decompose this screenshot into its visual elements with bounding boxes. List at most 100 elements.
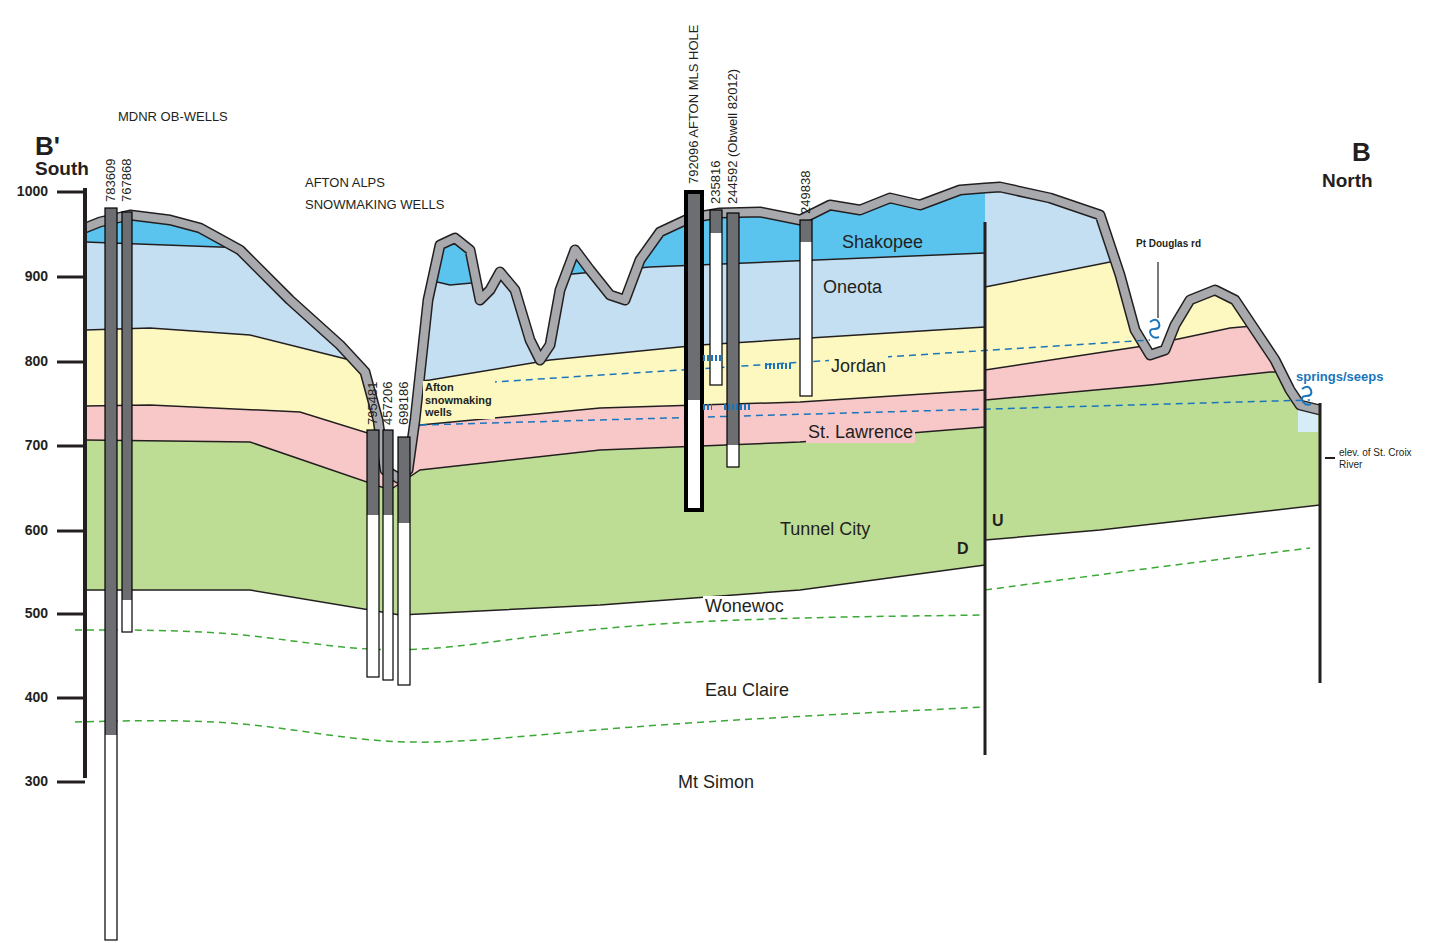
axis-line	[57, 697, 85, 700]
well-outline	[383, 430, 393, 680]
well-outline	[727, 213, 739, 467]
inferred-contact	[75, 707, 985, 742]
axis-line	[1157, 262, 1158, 318]
water-level-mark	[765, 363, 792, 369]
casing	[727, 213, 739, 445]
well-outline	[800, 220, 812, 396]
place-label: Pt Douglas rd	[1136, 238, 1201, 250]
well-outline	[367, 430, 379, 677]
formation-name: Tunnel City	[780, 519, 870, 540]
well-number: 795481	[365, 382, 381, 425]
well-number: 767868	[119, 159, 135, 202]
well-bore	[800, 220, 812, 396]
well-number: 244592 (Obwell 82012)	[725, 69, 741, 204]
well-bore	[367, 430, 379, 677]
axis-line	[984, 222, 987, 755]
open-hole	[383, 515, 393, 680]
direction-label: South	[35, 158, 89, 180]
open-hole	[800, 242, 812, 396]
axis-tick-label: 500	[0, 605, 48, 621]
axis-tick-label: 900	[0, 268, 48, 284]
well-group-label: MDNR OB-WELLS	[118, 110, 228, 125]
axis-tick-label: 800	[0, 353, 48, 369]
section-end: B	[1352, 138, 1371, 168]
open-hole	[122, 600, 132, 632]
formation-name: Wonewoc	[703, 596, 786, 617]
axis-tick-label: 700	[0, 437, 48, 453]
contact-line	[985, 505, 1320, 540]
well-bore	[686, 192, 702, 510]
open-hole	[710, 233, 722, 385]
axis-line	[57, 276, 85, 279]
formation-name: Mt Simon	[678, 772, 754, 793]
axis-line	[57, 445, 85, 448]
well-bore	[122, 212, 132, 632]
well-number: 792096 AFTON MLS HOLE	[686, 25, 702, 184]
well-outline	[398, 437, 410, 685]
spring-symbol	[1302, 387, 1311, 405]
contact-line	[985, 258, 1320, 287]
inferred-contact	[75, 615, 985, 650]
open-hole	[727, 445, 739, 467]
axis-tick-label: 300	[0, 773, 48, 789]
well-outline	[122, 212, 132, 632]
formation-name: Jordan	[829, 356, 888, 377]
river-note: elev. of St. Croix River	[1339, 447, 1419, 471]
casing	[686, 192, 702, 400]
axis-tick-label: 400	[0, 689, 48, 705]
water-level-mark	[703, 355, 722, 361]
axis-line	[1325, 457, 1335, 459]
axis-line	[57, 191, 85, 194]
section-end: B'	[35, 132, 60, 162]
contact-line	[85, 565, 985, 615]
formation-name: St. Lawrence	[806, 422, 915, 443]
well-outline	[686, 192, 702, 510]
water-level-line	[430, 340, 1150, 386]
well-bore	[727, 213, 739, 467]
well-number: 457206	[380, 382, 396, 425]
casing	[800, 220, 812, 242]
casing	[122, 212, 132, 600]
well-number: 698186	[396, 382, 412, 425]
casing	[367, 430, 379, 515]
well-bore	[105, 208, 117, 940]
well-bore	[398, 437, 410, 685]
axis-tick-label: 1000	[0, 183, 48, 199]
fault-side-label: U	[992, 512, 1004, 530]
formation-band	[85, 427, 985, 615]
fault-side-label: D	[957, 540, 969, 558]
formation-band	[985, 372, 1320, 540]
axis-line	[57, 361, 85, 364]
open-hole	[686, 400, 702, 510]
open-hole	[105, 735, 117, 940]
casing	[710, 210, 722, 233]
contact-line	[985, 372, 1320, 400]
open-hole	[398, 523, 410, 685]
formation-layers	[85, 150, 1320, 615]
axis-line	[57, 781, 85, 784]
well-bore	[383, 430, 393, 680]
axis-line	[57, 613, 85, 616]
inferred-contact	[985, 548, 1310, 590]
callout-note: Afton snowmaking wells	[423, 381, 495, 419]
water-level-mark	[724, 404, 750, 410]
casing	[398, 437, 410, 523]
direction-label: North	[1322, 170, 1373, 192]
formation-name: Eau Claire	[705, 680, 789, 701]
formation-name: Oneota	[823, 277, 882, 298]
axis-line	[1319, 403, 1322, 683]
formation-band	[985, 150, 1320, 287]
spring-label: springs/seeps	[1296, 370, 1383, 385]
well-number: 249838	[798, 171, 814, 214]
well-number: 783609	[103, 159, 119, 202]
casing	[383, 430, 393, 515]
casing	[105, 208, 117, 735]
well-outline	[105, 208, 117, 940]
formation-name: Shakopee	[842, 232, 923, 253]
water-level-mark	[703, 404, 712, 410]
axis-tick-label: 600	[0, 522, 48, 538]
well-number: 235816	[708, 161, 724, 204]
well-group-label: AFTON ALPS SNOWMAKING WELLS	[305, 172, 455, 216]
axis-line	[57, 530, 85, 533]
